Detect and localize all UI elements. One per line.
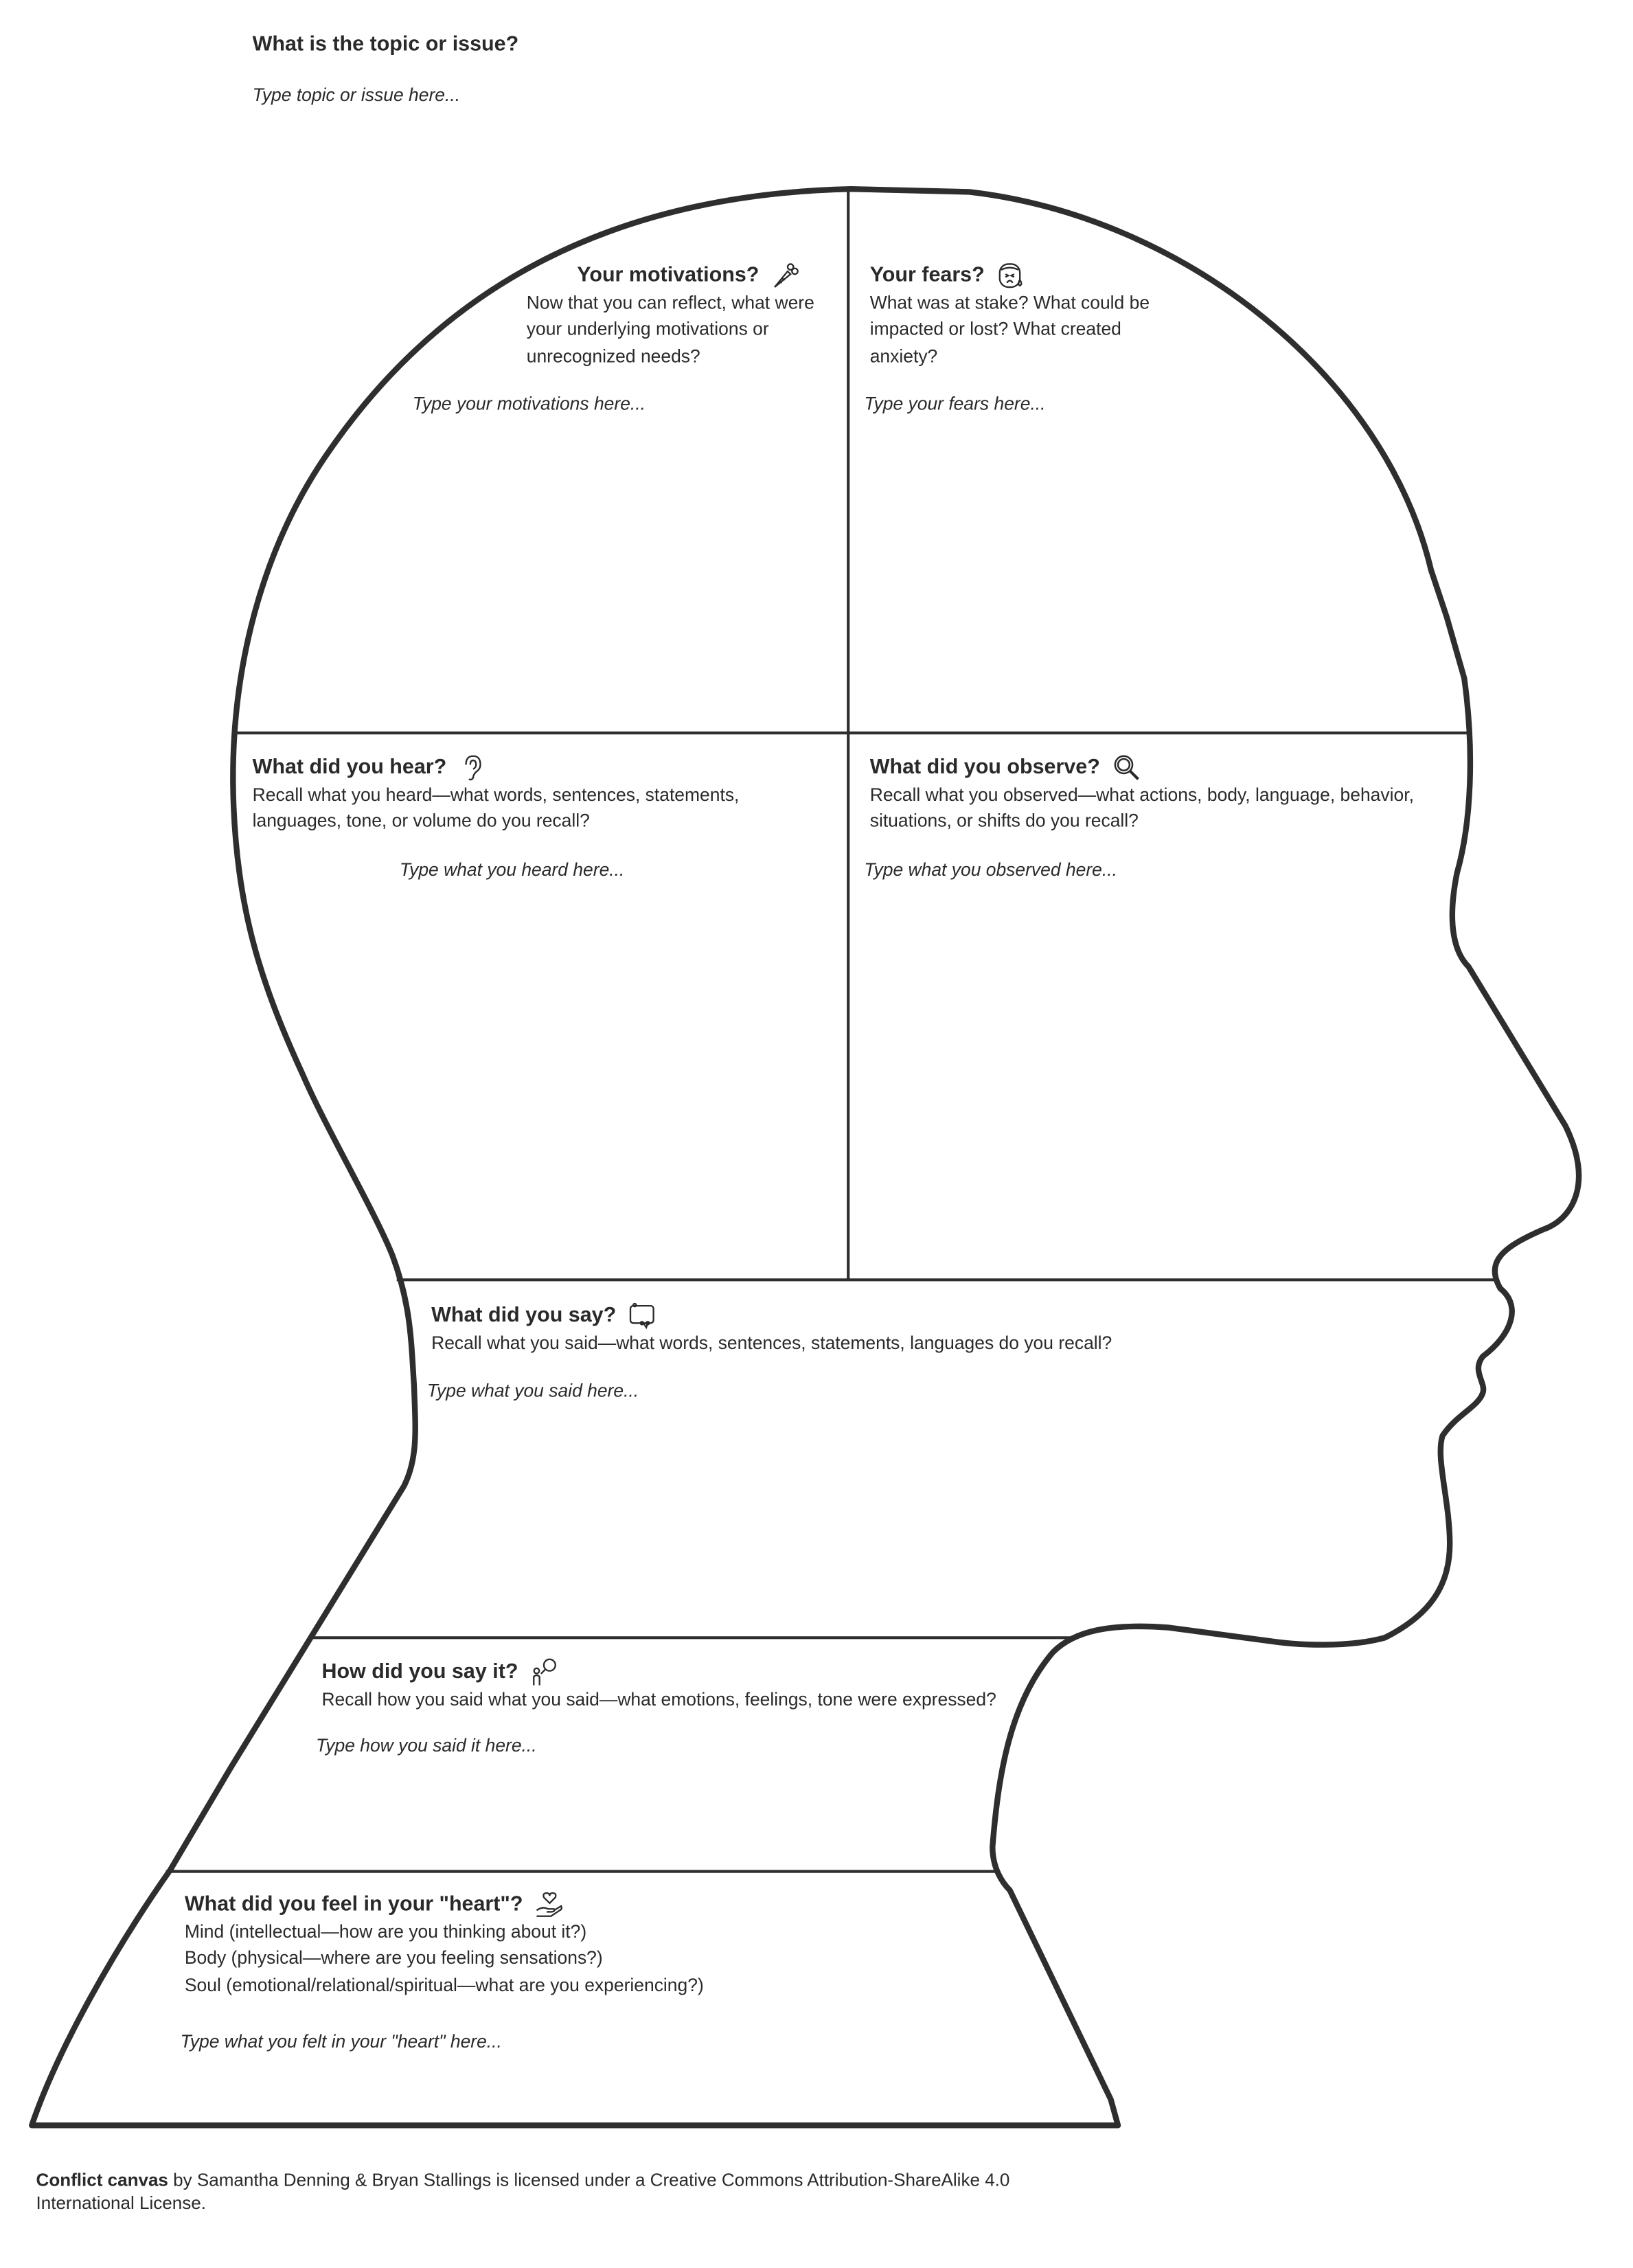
prompt-line: unrecognized needs?	[526, 345, 700, 366]
heart-heading: What did you feel in your "heart"?	[185, 1890, 563, 1919]
fears-input[interactable]: Type your fears here...	[864, 394, 1046, 414]
motivations-heading: Your motivations?	[577, 261, 799, 290]
prompt-line: Soul (emotional/relational/spiritual—wha…	[184, 1975, 704, 1995]
prompt-line: anxiety?	[869, 345, 938, 366]
heart-input[interactable]: Type what you felt in your "heart" here.…	[180, 2031, 502, 2052]
carrot-icon	[774, 263, 799, 288]
how-input[interactable]: Type how you said it here...	[316, 1736, 537, 1756]
prompt-line: Recall how you said what you said—what e…	[321, 1689, 996, 1710]
observe-heading: What did you observe?	[870, 753, 1141, 782]
prompt-line: Mind (intellectual—how are you thinking …	[184, 1922, 587, 1942]
hear-title: What did you hear?	[252, 756, 447, 780]
prompt-line: situations, or shifts do you recall?	[869, 811, 1139, 832]
speech-bubble-icon	[630, 1302, 654, 1330]
magnifier-icon	[1113, 755, 1139, 780]
footer-text: by Samantha Denning & Bryan Stallings is…	[168, 2170, 1010, 2190]
topic-input[interactable]: Type topic or issue here...	[252, 84, 461, 106]
say-title: What did you say?	[431, 1304, 617, 1328]
hear-heading: What did you hear?	[253, 753, 487, 782]
heart-title: What did you feel in your "heart"?	[184, 1893, 523, 1916]
say-heading: What did you say?	[431, 1302, 656, 1330]
how-title: How did you say it?	[321, 1660, 518, 1684]
license-footer: Conflict canvas by Samantha Denning & Br…	[36, 2168, 1010, 2214]
motivations-input[interactable]: Type your motivations here...	[412, 394, 646, 414]
say-input[interactable]: Type what you said here...	[426, 1381, 639, 1401]
prompt-line: Recall what you said—what words, sentenc…	[431, 1333, 1112, 1354]
motivations-prompt: Now that you can reflect, what were your…	[527, 290, 814, 369]
ear-icon	[464, 755, 481, 781]
observe-input[interactable]: Type what you observed here...	[864, 860, 1117, 881]
observe-title: What did you observe?	[869, 756, 1100, 780]
observe-prompt: Recall what you observed—what actions, b…	[870, 782, 1414, 835]
prompt-line: languages, tone, or volume do you recall…	[252, 811, 590, 832]
fears-prompt: What was at stake? What could be impacte…	[870, 290, 1150, 369]
motivations-title: Your motivations?	[577, 264, 760, 288]
prompt-line: your underlying motivations or	[526, 319, 769, 340]
heart-prompt: Mind (intellectual—how are you thinking …	[185, 1919, 704, 1998]
prompt-line: Recall what you heard—what words, senten…	[252, 784, 740, 806]
prompt-line: Recall what you observed—what actions, b…	[869, 784, 1414, 806]
person-speaking-icon	[533, 1658, 557, 1686]
how-prompt: Recall how you said what you said—what e…	[321, 1687, 996, 1713]
head-silhouette	[29, 185, 1582, 2129]
worried-face-icon	[998, 263, 1022, 288]
prompt-line: impacted or lost? What created	[869, 319, 1121, 340]
fears-heading: Your fears?	[870, 261, 1025, 290]
prompt-line: Body (physical—where are you feeling sen…	[184, 1948, 603, 1969]
footer-title: Conflict canvas	[36, 2170, 168, 2190]
how-heading: How did you say it?	[321, 1658, 558, 1687]
heart-in-hand-icon	[535, 1892, 562, 1917]
prompt-line: Now that you can reflect, what were	[526, 293, 814, 313]
topic-heading: What is the topic or issue?	[252, 33, 519, 56]
hear-prompt: Recall what you heard—what words, senten…	[253, 782, 740, 835]
hear-input[interactable]: Type what you heard here...	[399, 860, 625, 881]
footer-text: International License.	[36, 2193, 206, 2214]
fears-title: Your fears?	[869, 264, 985, 288]
prompt-line: What was at stake? What could be	[869, 293, 1150, 313]
say-prompt: Recall what you said—what words, sentenc…	[431, 1330, 1112, 1357]
